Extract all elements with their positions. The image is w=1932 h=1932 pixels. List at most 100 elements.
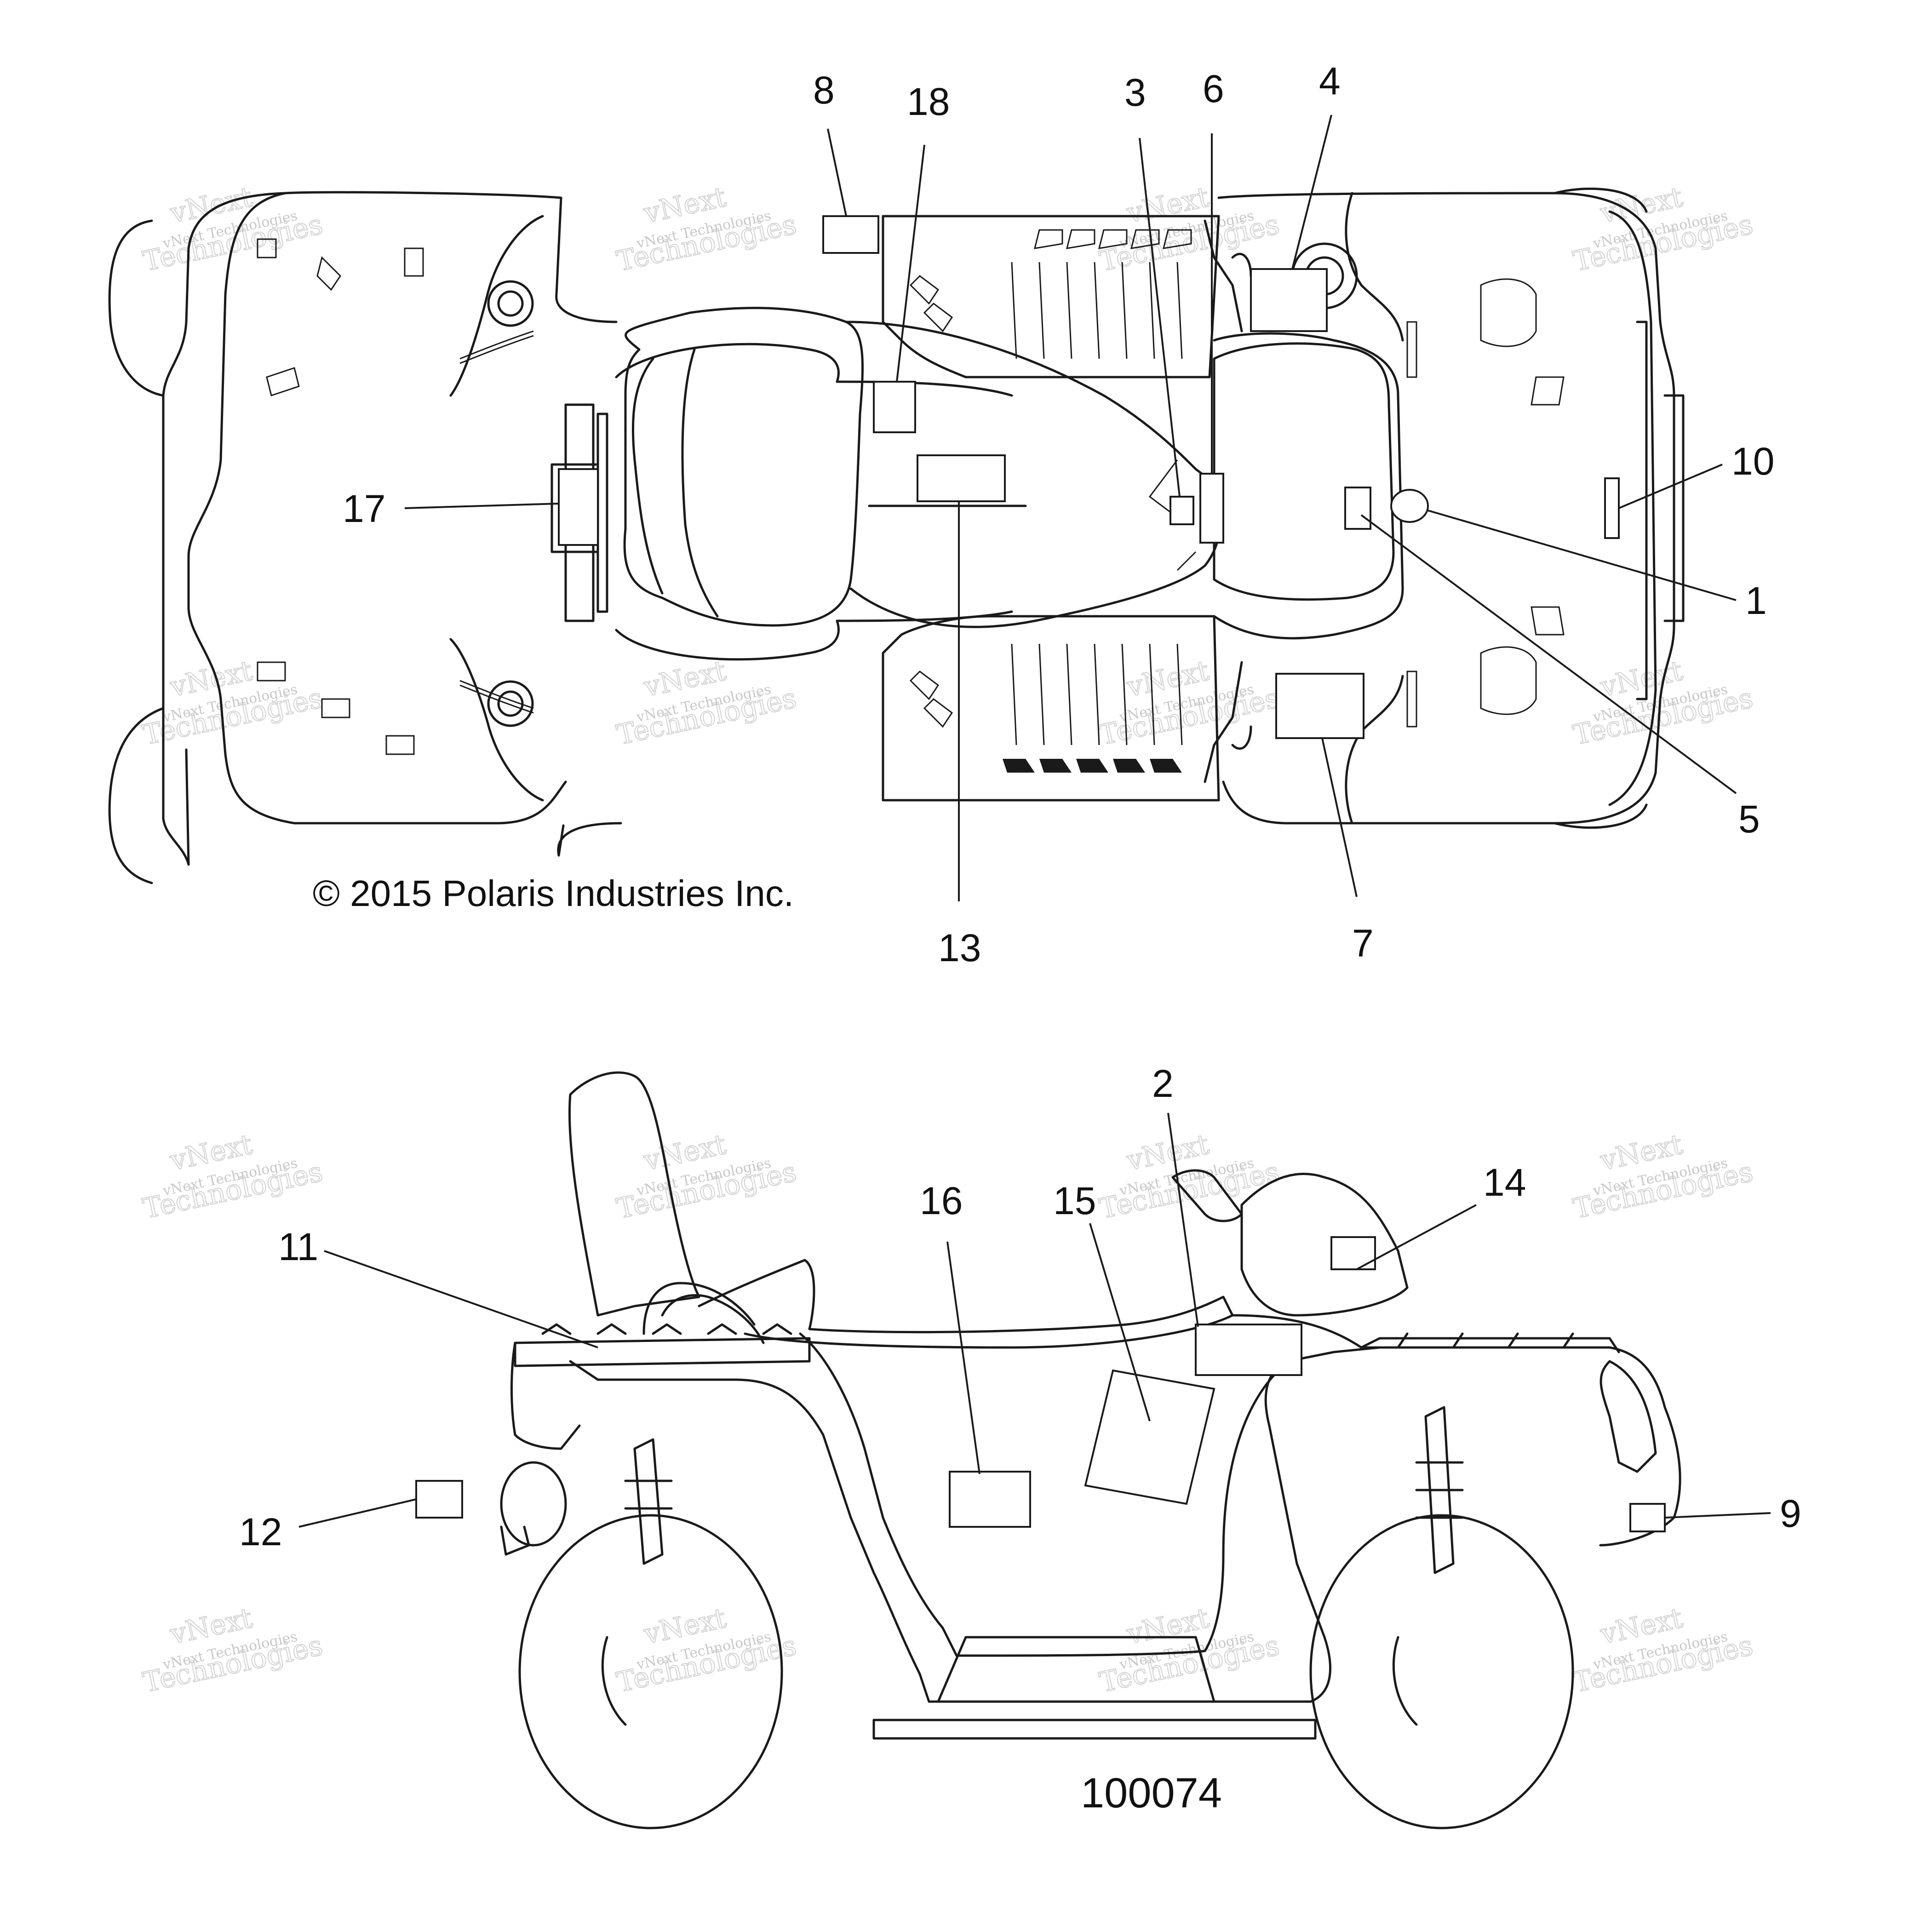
leader-14 [1356, 1204, 1477, 1270]
top-rear-hub-lower-outer [487, 680, 534, 727]
side-front-rack [1360, 1332, 1620, 1353]
callout-labels: 8 18 3 6 4 10 1 5 7 13 17 2 14 15 16 11 … [239, 59, 1801, 1554]
top-handlebar-lower [1204, 661, 1252, 783]
watermark-r2c1: vNext Technologies vNext Technologies [140, 654, 326, 752]
decal-15-box [1084, 1369, 1215, 1505]
leader-4 [1291, 115, 1332, 269]
leader-10 [1618, 464, 1723, 509]
watermark-r4c3: vNext Technologies vNext Technologies [1096, 1601, 1283, 1699]
callout-17: 17 [343, 487, 385, 530]
callout-5: 5 [1738, 797, 1760, 841]
watermark-r1c3: vNext Technologies vNext Technologies [1096, 180, 1283, 278]
top-side-bars-lower [909, 671, 953, 728]
side-front-shock [1415, 1406, 1464, 1574]
side-front-wheel [1309, 1514, 1574, 1829]
side-rear-fender [510, 1342, 581, 1450]
top-front-brackets [1406, 321, 1417, 728]
top-front-bumper [1608, 210, 1657, 806]
callout-7: 7 [1352, 922, 1374, 965]
leader-17 [404, 503, 559, 509]
watermark-r3c1: vNext Technologies vNext Technologies [140, 1128, 326, 1226]
decal-7-box [1275, 673, 1364, 739]
watermark-r1c2: vNext Technologies vNext Technologies [613, 180, 800, 278]
top-rear-bumper [550, 463, 599, 553]
side-rear-shock [624, 1438, 673, 1565]
callout-1: 1 [1745, 579, 1767, 622]
callout-2: 2 [1152, 1062, 1174, 1105]
leader-3 [1139, 138, 1181, 497]
decal-5-box [1344, 487, 1371, 530]
top-rear-fender [162, 191, 622, 866]
decal-10-box [1604, 477, 1620, 539]
decal-8-box [822, 215, 879, 254]
watermark-r1c4: vNext Technologies vNext Technologies [1570, 180, 1756, 278]
side-rear-light-mount [500, 1525, 530, 1556]
side-grab-rail [642, 1282, 765, 1344]
watermark-r4c1: vNext Technologies vNext Technologies [140, 1601, 326, 1699]
callout-12: 12 [239, 1510, 282, 1554]
top-footwell-upper [882, 215, 1220, 378]
decal-2-box [1195, 1324, 1302, 1376]
side-body-panel [799, 1332, 1280, 1657]
top-footwell-upper-treads [1011, 229, 1192, 359]
side-front-bumper [1599, 1360, 1657, 1473]
top-front-grille [1636, 321, 1685, 700]
top-footpeg-pads-lower [1003, 759, 1182, 773]
callout-15: 15 [1053, 1179, 1096, 1222]
side-handlebar-grip [1171, 1169, 1243, 1222]
side-front-wheel-hub-arc [1392, 1636, 1418, 1726]
top-front-wheel-upper [1553, 187, 1648, 213]
decal-6-box [1199, 473, 1224, 544]
side-rear-wheel-hub-arc [601, 1636, 627, 1726]
watermark-r3c3: vNext Technologies vNext Technologies [1096, 1128, 1283, 1226]
callout-8: 8 [813, 69, 835, 112]
top-rear-hub-lower-inner [497, 690, 524, 717]
figure-number: 100074 [1081, 1770, 1222, 1817]
top-side-bars-upper [909, 275, 953, 333]
top-body-center [845, 321, 1221, 628]
leader-8 [827, 128, 847, 217]
top-rear-outline [187, 192, 567, 825]
side-seat [698, 1259, 1234, 1349]
watermark-r4c4: vNext Technologies vNext Technologies [1570, 1601, 1756, 1699]
leader-lines [298, 115, 1771, 1528]
callout-13: 13 [938, 926, 981, 969]
side-handlebar-pod [1240, 1173, 1409, 1317]
decal-13-box [917, 454, 1006, 502]
side-floor-rail [872, 1719, 1317, 1740]
decal-3-box [1170, 496, 1194, 525]
copyright-text: © 2015 Polaris Industries Inc. [313, 873, 794, 914]
callout-11: 11 [278, 1225, 318, 1268]
side-rear-frame [569, 1346, 1381, 1703]
decal-14-box [1330, 1236, 1376, 1270]
top-front-rack [1217, 192, 1675, 825]
top-rear-wheel-upper [108, 219, 165, 397]
atv-top-view [108, 187, 1685, 884]
callout-3: 3 [1124, 71, 1146, 114]
decal-16-box [949, 1471, 1031, 1528]
watermark-r3c4: vNext Technologies vNext Technologies [1570, 1128, 1756, 1226]
top-footwell-lower [882, 615, 1220, 802]
top-seat-back-rim [615, 343, 840, 661]
top-front-rack-slots [1480, 278, 1565, 715]
decal-17-box [558, 468, 599, 546]
callout-10: 10 [1731, 440, 1774, 483]
callout-14: 14 [1483, 1161, 1526, 1204]
decal-4-box [1250, 268, 1328, 332]
watermark-r3c2: vNext Technologies vNext Technologies [613, 1128, 800, 1226]
top-rear-rack-edge [449, 215, 544, 802]
top-rear-chain-upper [459, 330, 534, 364]
side-footwell [937, 1636, 1215, 1703]
leader-5 [1360, 514, 1737, 794]
top-seat-rear-curve [631, 348, 719, 618]
top-pod [1213, 342, 1395, 601]
decal-9-box [1629, 1503, 1666, 1532]
leader-15 [1089, 1223, 1151, 1422]
decal-1-oval [1390, 489, 1429, 523]
top-rear-rack-slots [257, 238, 424, 755]
decal-12-box [415, 1480, 463, 1519]
leader-16 [946, 1241, 980, 1474]
callout-9: 9 [1780, 1492, 1801, 1535]
callout-16: 16 [920, 1179, 963, 1222]
